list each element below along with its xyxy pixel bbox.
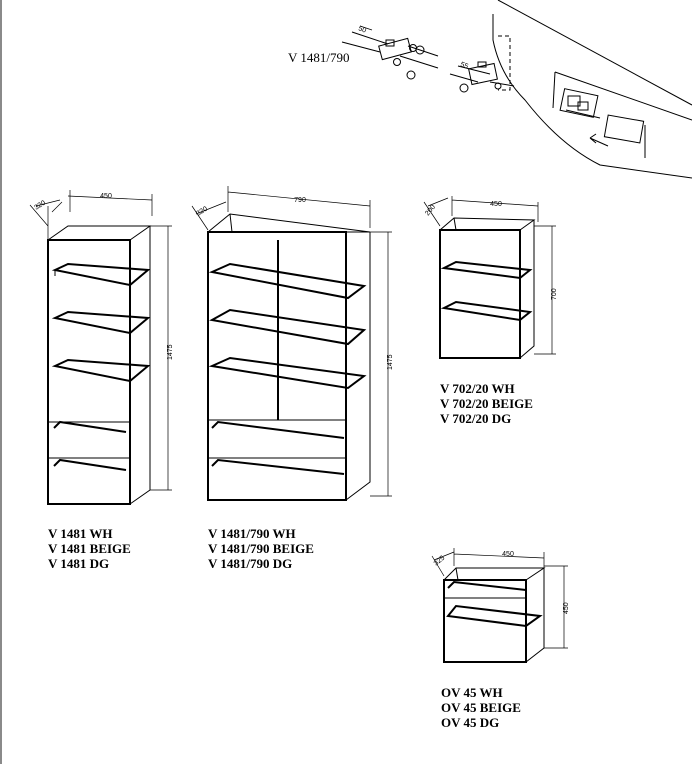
variant-label: OV 45 WH [441, 685, 503, 700]
dim-width: 450 [490, 201, 502, 208]
mounting-detail: 50 55 [341, 0, 692, 179]
dim-depth: 325 [433, 555, 447, 568]
cabinet-side-edge [552, 71, 556, 109]
dim-width: 450 [100, 193, 112, 200]
dim-height: 1475 [167, 344, 174, 360]
variant-label: V 1481 WH [48, 526, 113, 541]
dim-height: 700 [551, 288, 558, 300]
cabinet-top-edge [554, 71, 692, 121]
variant-label: V 1481 DG [48, 556, 110, 571]
cabinet-v702-20-labels: V 702/20 WH V 702/20 BEIGE V 702/20 DG [440, 381, 533, 426]
dim-width: 790 [294, 197, 306, 204]
cabinet-v1481-790: 790 320 1475 [191, 186, 394, 501]
variant-label: V 1481/790 WH [208, 526, 296, 541]
dim-depth: 320 [195, 206, 209, 218]
dim-depth: 320 [33, 200, 47, 212]
cabinet-v1481-790-labels: V 1481/790 WH V 1481/790 BEIGE V 1481/79… [208, 526, 314, 571]
cabinet-v1481-labels: V 1481 WH V 1481 BEIGE V 1481 DG [48, 526, 131, 571]
cabinet-v1481: 450 320 1475 [29, 190, 174, 505]
wall-curve-line [492, 14, 692, 179]
screw-set-2: 55 [449, 61, 515, 93]
screw-set-1: 50 [341, 25, 439, 80]
variant-label: V 1481/790 BEIGE [208, 541, 314, 556]
left-border [0, 0, 2, 764]
variant-label: V 702/20 BEIGE [440, 396, 533, 411]
screw-dim-label: 50 [357, 25, 367, 34]
dim-height: 1475 [387, 354, 394, 370]
cabinet-ov45: 450 325 450 [431, 548, 570, 663]
variant-label: V 702/20 DG [440, 411, 512, 426]
cabinet-v702-20: 450 200 700 [423, 196, 558, 359]
variant-label: OV 45 BEIGE [441, 700, 521, 715]
hanger-bracket [559, 88, 645, 144]
dim-height: 450 [563, 602, 570, 614]
dim-width: 450 [502, 551, 514, 558]
wall-edge-line [497, 0, 692, 106]
variant-label: V 702/20 WH [440, 381, 515, 396]
variant-label: V 1481 BEIGE [48, 541, 131, 556]
screw-dim-label-2: 55 [459, 61, 469, 70]
variant-label: OV 45 DG [441, 715, 500, 730]
arrow-icon [589, 133, 609, 147]
cabinet-ov45-labels: OV 45 WH OV 45 BEIGE OV 45 DG [441, 685, 521, 730]
variant-label: V 1481/790 DG [208, 556, 293, 571]
mounting-code: V 1481/790 [288, 50, 350, 65]
hidden-bracket-line [498, 35, 511, 91]
